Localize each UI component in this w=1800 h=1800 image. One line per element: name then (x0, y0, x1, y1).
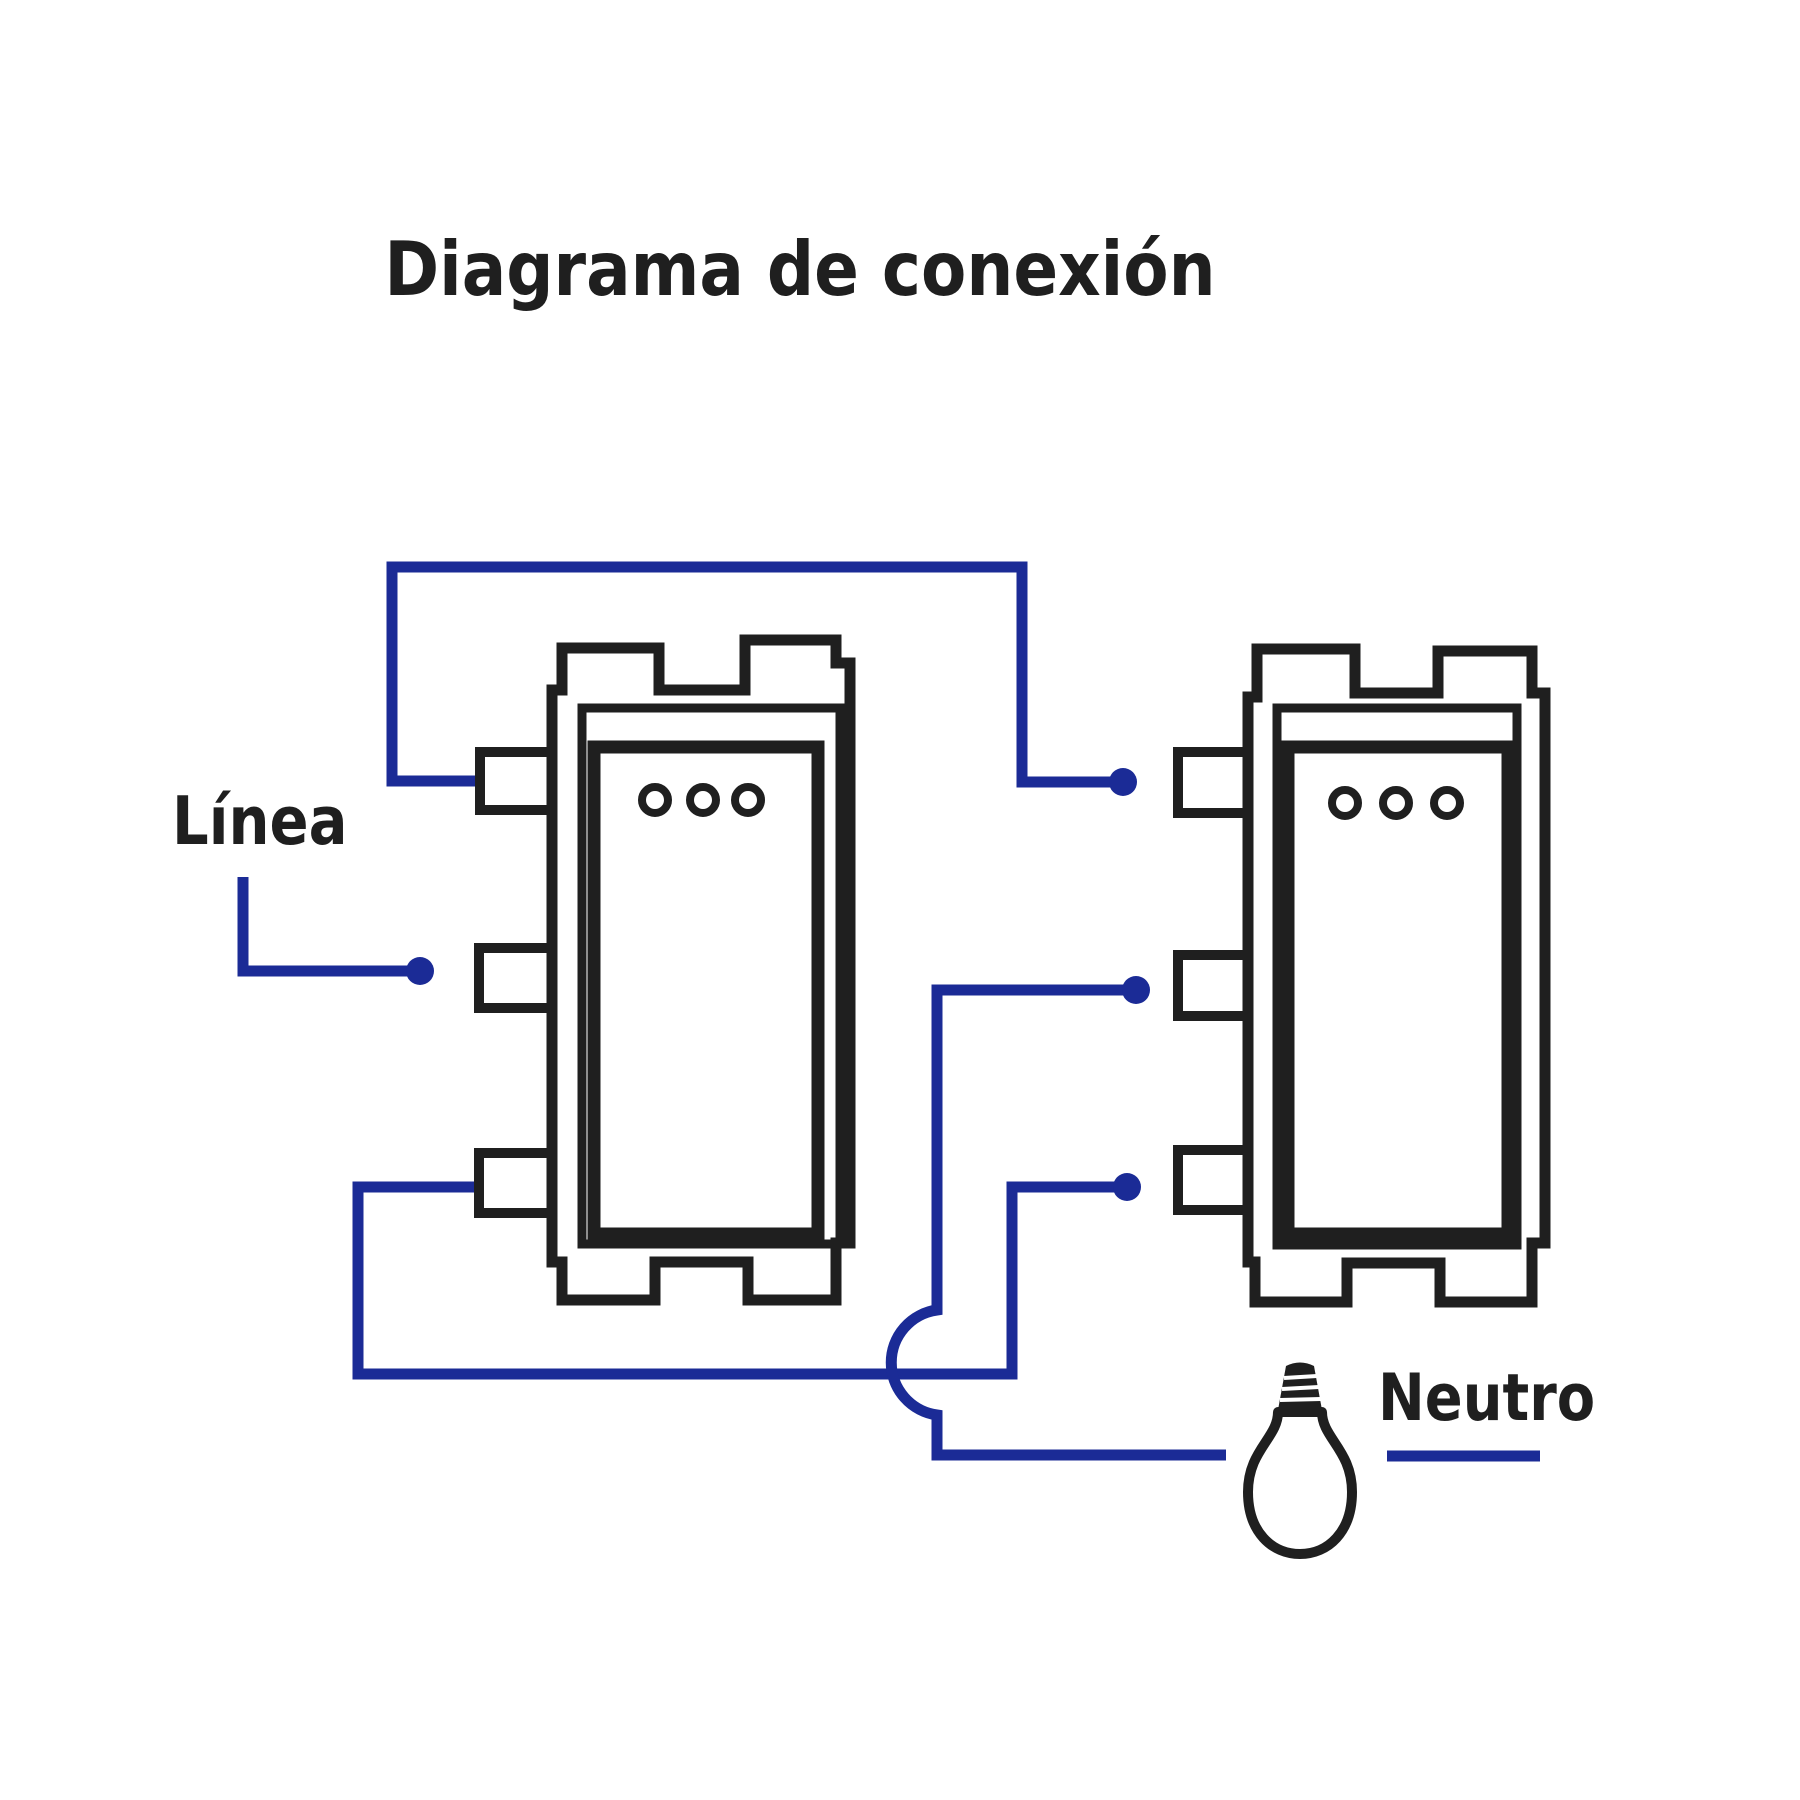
terminal-tab-middle (1173, 950, 1250, 1021)
screw-hole-icon (1379, 786, 1413, 820)
terminal-tab-bottom (1173, 1145, 1250, 1215)
bulb-thread-line (1281, 1385, 1320, 1391)
wire-bottom-traveler (352, 1173, 1141, 1380)
neutro-label: Neutro (1378, 1361, 1596, 1436)
wire-bottom-traveler-path (352, 1181, 1115, 1380)
switch-plate-frame (577, 703, 845, 1249)
switch-right (1173, 643, 1551, 1308)
switch-left (474, 634, 856, 1306)
bulb-glass (1243, 1407, 1357, 1559)
screw-hole-icon (1430, 786, 1464, 820)
linea-label: Línea (172, 782, 348, 860)
wire-top-traveler-path (386, 561, 1112, 788)
switch-rocker-frame (587, 740, 825, 1241)
wire-linea-path (237, 877, 408, 977)
wire-top-traveler (386, 561, 1137, 796)
terminal-tab-top (1173, 747, 1250, 818)
wire-end-dot (1109, 768, 1137, 796)
diagram-title: Diagrama de conexión (384, 225, 1216, 313)
bulb-thread-line (1283, 1374, 1318, 1380)
screw-hole-icon (1328, 786, 1362, 820)
wire-end-dot (1113, 1173, 1141, 1201)
wire-lamp (885, 976, 1226, 1461)
light-bulb-icon (1243, 1362, 1357, 1559)
terminal-tab-middle (474, 943, 551, 1013)
switch-plate-frame (1272, 703, 1522, 1250)
screw-hole-icon (686, 783, 720, 817)
wire-lamp-path (885, 984, 1226, 1461)
bulb-thread-line (1279, 1397, 1322, 1402)
screw-hole-icon (638, 783, 672, 817)
wire-end-dot (1122, 976, 1150, 1004)
screw-hole-icon (731, 783, 765, 817)
wire-linea (237, 877, 434, 985)
switch-rocker-frame (1281, 740, 1515, 1241)
wire-end-dot (406, 957, 434, 985)
terminal-tab-top (475, 747, 552, 815)
switch-left-body (546, 634, 856, 1306)
terminal-tab-bottom (474, 1148, 550, 1218)
switch-right-body (1242, 643, 1551, 1308)
